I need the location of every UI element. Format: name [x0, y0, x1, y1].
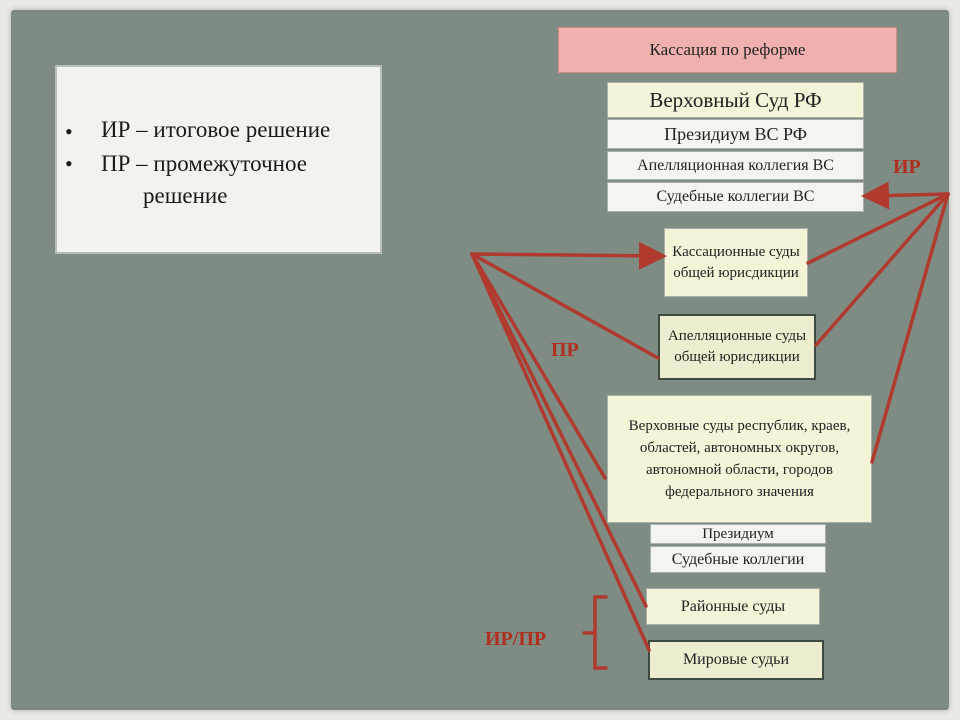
presidium-box: Президиум	[650, 524, 826, 544]
label-ir: ИР	[893, 156, 921, 178]
header-title: Кассация по реформе	[558, 27, 897, 73]
appeal-board-vs-box: Апелляционная коллегия ВС	[607, 151, 864, 180]
legend-item-ir: ИР – итоговое решение	[101, 117, 331, 142]
line-pr-regional	[470, 252, 607, 480]
judicial-boards-box: Судебные коллегии	[650, 546, 826, 573]
line-ir-cassation	[806, 192, 950, 265]
magistrates-box: Мировые судьи	[648, 640, 824, 680]
legend-box: • ИР – итоговое решение • ПР – промежуто…	[55, 65, 382, 254]
district-courts-box: Районные суды	[646, 588, 820, 625]
arrow-pr-cassation	[470, 241, 667, 270]
legend-bullet: •	[65, 119, 73, 144]
legend-bullet: •	[65, 151, 73, 176]
judicial-boards-vs-box: Судебные коллегии ВС	[607, 182, 864, 212]
line-pr-appeal	[470, 252, 660, 360]
legend-item-pr-cont: решение	[143, 183, 228, 208]
line-ir-appeal	[814, 192, 950, 347]
supreme-court-box: Верховный Суд РФ	[607, 82, 864, 118]
cassation-courts-box: Кассационные суды общей юрисдикции	[664, 228, 808, 297]
arrow-ir-to-vs	[861, 181, 950, 210]
legend-item-pr: ПР – промежуточное	[101, 151, 307, 176]
label-pr: ПР	[551, 339, 579, 361]
appeal-courts-box: Апелляционные суды общей юрисдикции	[658, 314, 816, 380]
line-pr-magistrates	[470, 252, 651, 652]
presidium-vs-box: Президиум ВС РФ	[607, 119, 864, 149]
line-pr-district	[470, 252, 648, 608]
label-ir-pr: ИР/ПР	[485, 628, 547, 650]
line-ir-regional	[870, 192, 950, 464]
regional-supreme-courts-box: Верховные суды республик, краев, областе…	[607, 395, 872, 523]
